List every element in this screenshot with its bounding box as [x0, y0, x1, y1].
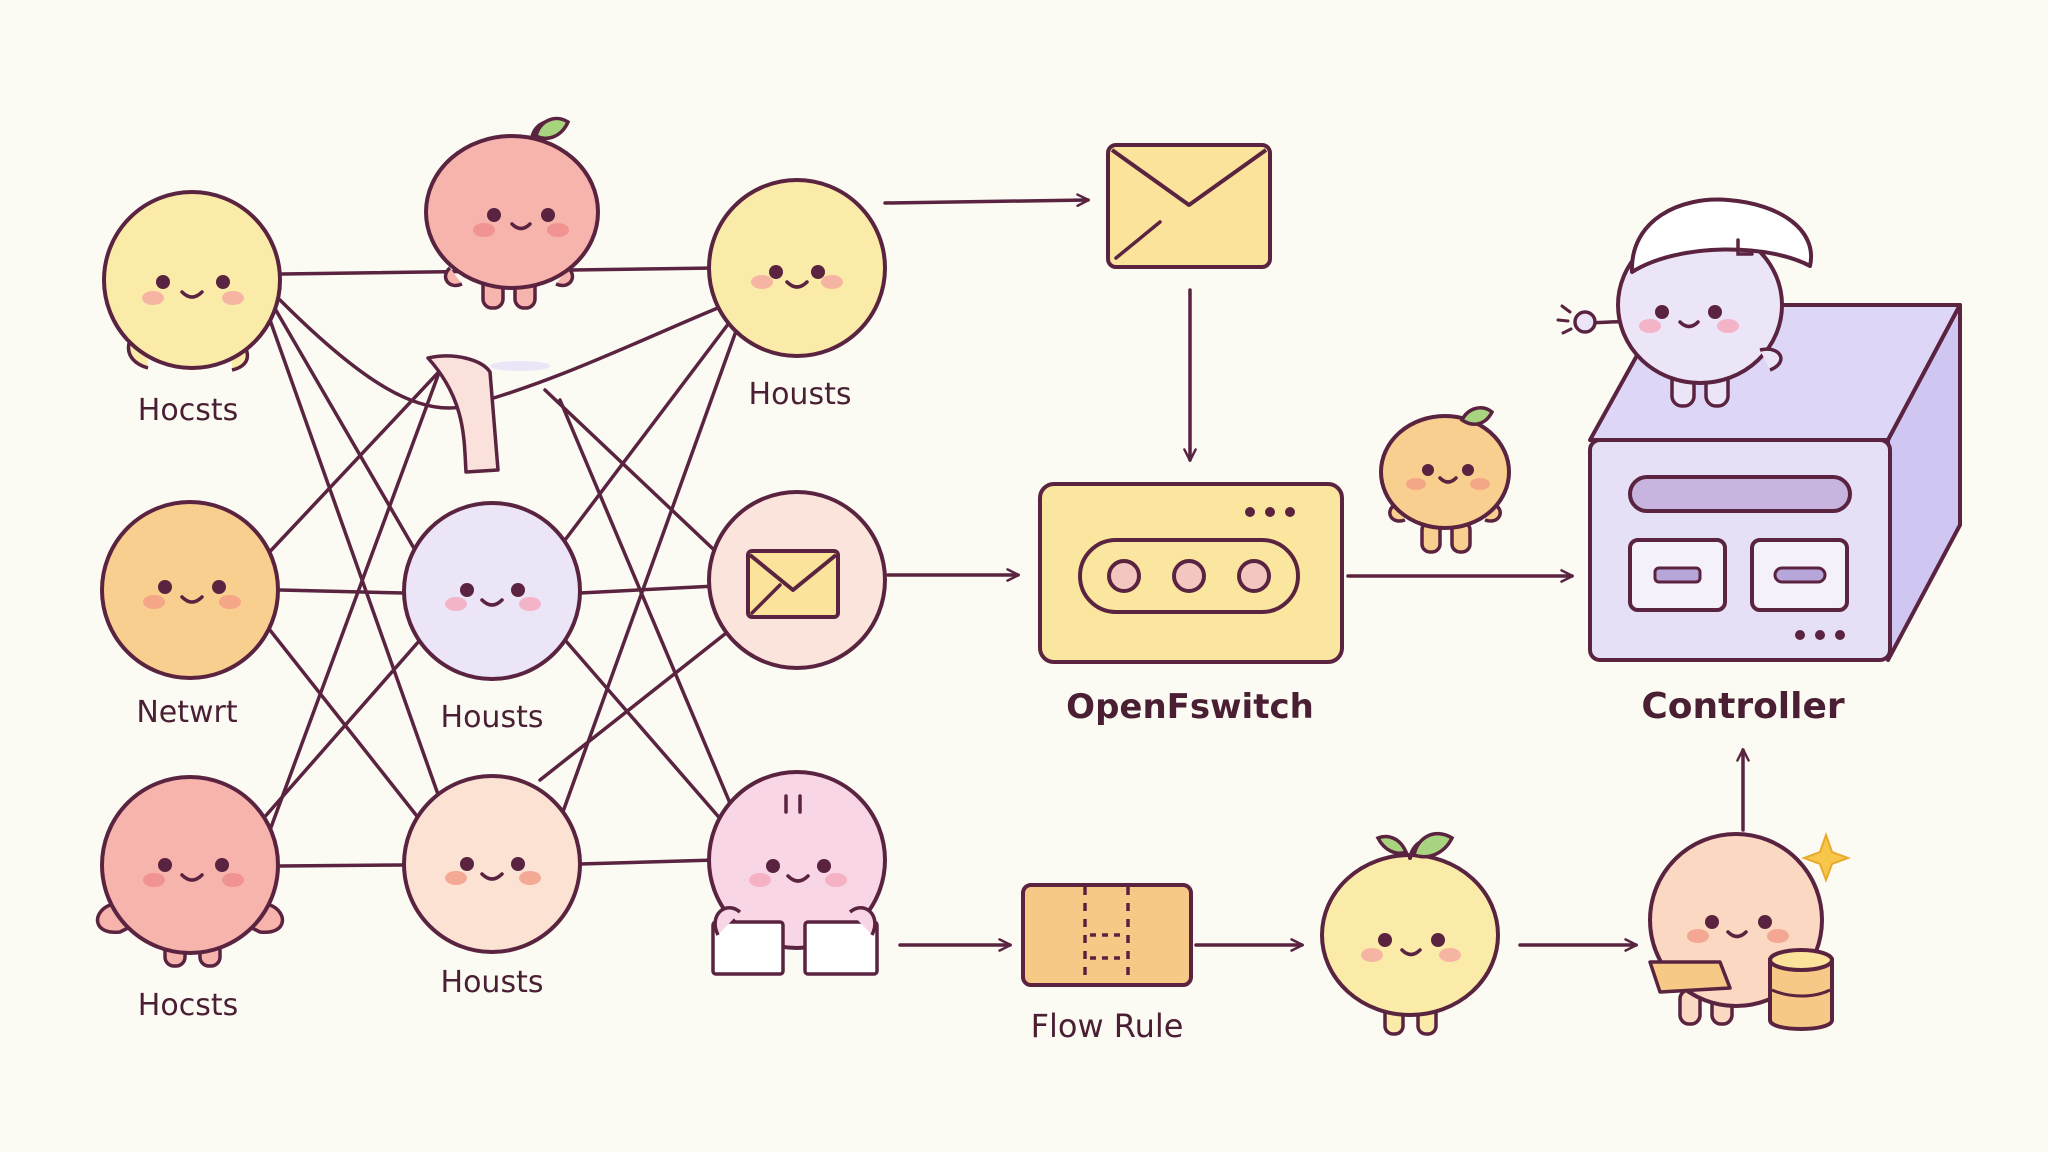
leaf-icon	[533, 116, 571, 141]
operator-character	[1556, 197, 1814, 408]
host-node-center	[402, 501, 582, 681]
host-node-bottom-center	[402, 774, 582, 954]
switch-port	[1172, 559, 1206, 593]
label-controller: Controller	[1641, 686, 1845, 727]
apple-character-top	[424, 116, 600, 310]
label-flow-rule: Flow Rule	[1031, 1007, 1184, 1045]
controller-display	[1628, 475, 1852, 513]
leaf-icon	[1411, 832, 1455, 859]
flow-rule-box	[1021, 883, 1193, 987]
network-node	[100, 500, 280, 680]
basket-icon	[1768, 948, 1834, 1031]
switch-port	[1237, 559, 1271, 593]
label-switch: OpenFswitch	[1066, 687, 1314, 727]
host-node-top-left	[102, 190, 282, 372]
ribbon-tag	[426, 354, 550, 474]
host-node-bottom-left	[95, 775, 285, 968]
leaf-icon	[1459, 406, 1495, 426]
host-node-top-right	[707, 178, 887, 358]
paper-icon	[803, 920, 879, 976]
flow-arrows	[883, 193, 1750, 952]
label-hosts-top-left: Hocsts	[138, 393, 238, 428]
host-node-bottom-right	[707, 770, 887, 976]
switch-port	[1107, 559, 1141, 593]
label-hosts-top-right: Housts	[749, 377, 852, 412]
envelope-icon	[746, 549, 840, 619]
carrier-character	[1648, 831, 1851, 1031]
envelope-icon	[1106, 143, 1272, 269]
label-hosts-center: Housts	[441, 700, 544, 735]
label-hosts-bottom-center: Housts	[441, 965, 544, 1000]
messenger-character	[1379, 406, 1511, 554]
label-hosts-bottom-left: Hocsts	[138, 988, 238, 1023]
cap-icon	[1629, 197, 1814, 274]
openflow-switch	[1038, 482, 1344, 664]
label-network: Netwrt	[136, 695, 238, 730]
apple-character-bottom	[1320, 832, 1500, 1036]
sparkle-icon	[1801, 831, 1851, 883]
message-node	[707, 490, 887, 670]
paper-icon	[711, 920, 785, 976]
